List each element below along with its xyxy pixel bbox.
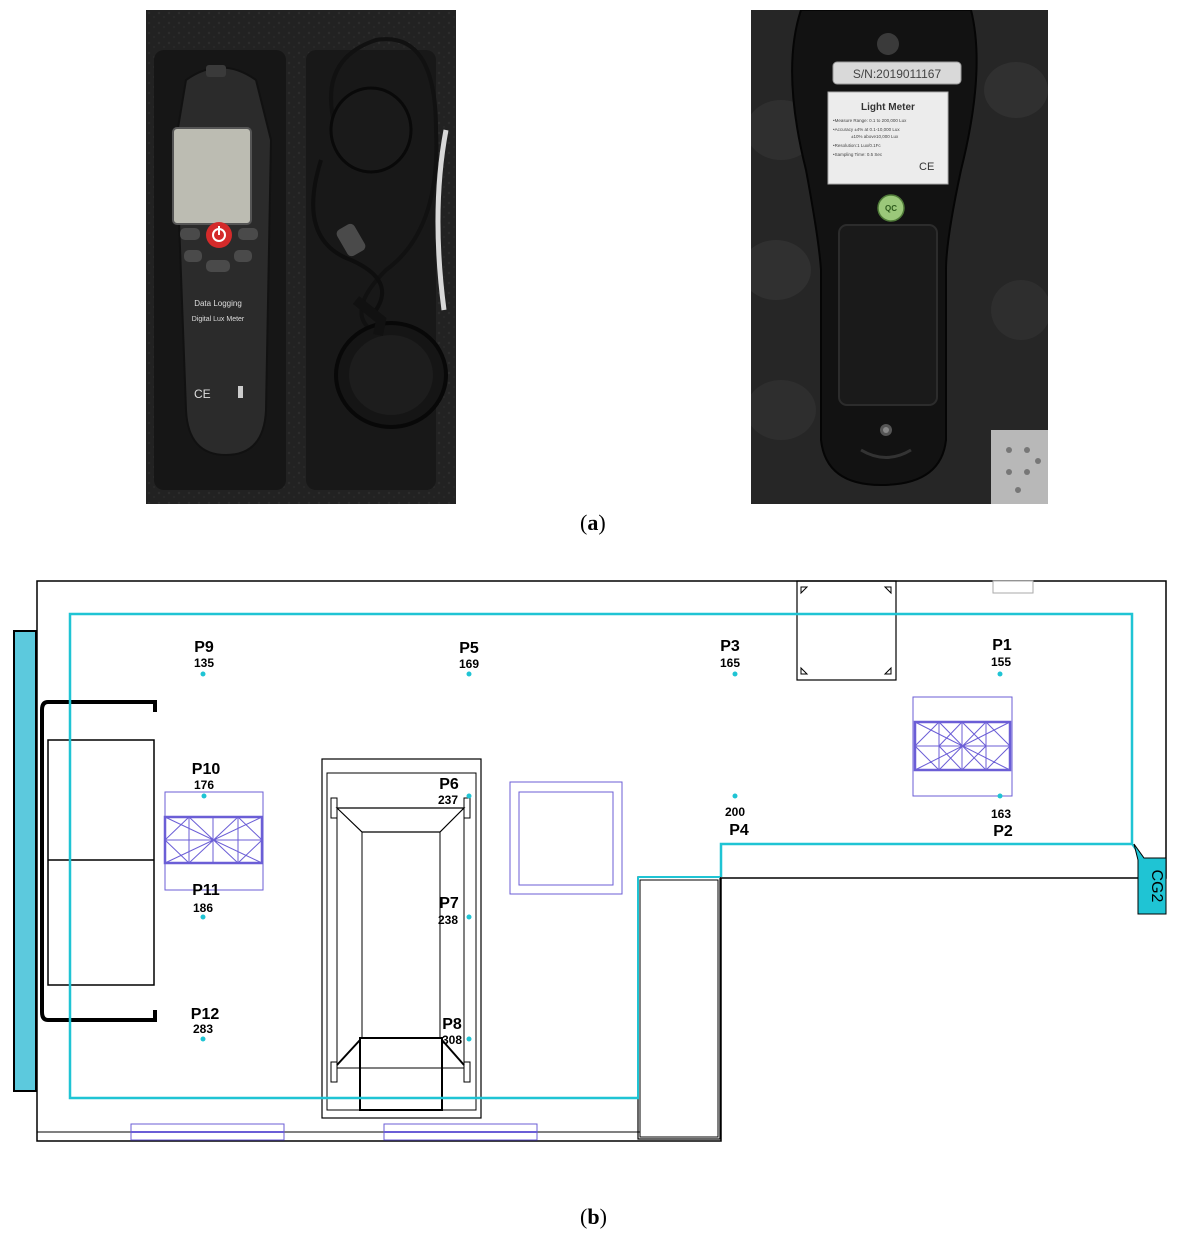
point-marker xyxy=(200,671,206,677)
point-marker xyxy=(466,793,472,799)
point-p8: P8 308 xyxy=(442,1016,472,1047)
spec-line-1: •Measure Range: 0.1 to 200,000 Lux xyxy=(833,118,907,123)
display-case xyxy=(321,758,482,1119)
point-marker xyxy=(466,914,472,920)
spec-line-4: •Resolution:1 Lux/0.1Fc xyxy=(833,143,881,148)
point-value: 237 xyxy=(438,793,458,807)
lattice-table-left xyxy=(163,791,264,891)
point-value: 165 xyxy=(720,656,740,670)
point-label: P12 xyxy=(191,1006,220,1023)
caption-b: (b) xyxy=(580,1204,607,1229)
point-marker xyxy=(732,671,738,677)
bottom-bench-left xyxy=(130,1123,285,1141)
point-marker xyxy=(201,793,207,799)
point-p6: P6 237 xyxy=(438,776,472,807)
spec-label xyxy=(827,91,949,185)
spec-label-title: Light Meter xyxy=(861,102,915,113)
lux-meter-back-illustration: S/N:2019011167 Light Meter •Measure Rang… xyxy=(751,10,1048,504)
point-marker xyxy=(200,914,206,920)
spec-line-3: ±10% above10,000 Lux xyxy=(851,134,899,139)
point-label: P8 xyxy=(442,1016,462,1033)
floor-plan: CG2 P9 135 P5 169 P3 165 P1 155 P10 176 … xyxy=(13,580,1167,1142)
serial-plate xyxy=(832,61,962,85)
point-label: P10 xyxy=(192,761,221,778)
device-text-line1: Data Logging xyxy=(194,299,242,308)
point-label: P9 xyxy=(194,639,214,656)
sofa xyxy=(40,700,157,1022)
point-label: P1 xyxy=(992,637,1012,654)
cg2-label: CG2 xyxy=(1148,870,1165,903)
point-value: 200 xyxy=(725,805,745,819)
point-p2: 163 P2 xyxy=(991,793,1013,840)
point-marker xyxy=(997,671,1003,677)
serial-number: S/N:2019011167 xyxy=(853,67,942,81)
device-text-line2: Digital Lux Meter xyxy=(192,316,245,323)
spec-line-2: •Accuracy ±4% at 0.1-10,000 Lux xyxy=(833,127,900,132)
point-label: P6 xyxy=(439,776,459,793)
room-outline xyxy=(36,580,1167,1142)
lux-meter-front-illustration: Data Logging Digital Lux Meter CE xyxy=(146,10,456,504)
point-value: 135 xyxy=(194,656,214,670)
point-marker xyxy=(466,1036,472,1042)
column xyxy=(796,580,897,681)
point-value: 169 xyxy=(459,657,479,671)
point-label: P3 xyxy=(720,638,740,655)
bottom-bench-right xyxy=(383,1123,538,1141)
point-p11: P11 186 xyxy=(192,882,220,920)
qc-badge xyxy=(877,194,905,222)
point-marker xyxy=(997,793,1003,799)
point-p3: P3 165 xyxy=(720,638,740,677)
point-value: 186 xyxy=(193,901,213,915)
point-value: 163 xyxy=(991,807,1011,821)
ce-mark: CE xyxy=(194,387,211,401)
point-p4: 200 P4 xyxy=(725,793,749,839)
point-p7: P7 238 xyxy=(438,895,472,927)
point-value: 155 xyxy=(991,655,1011,669)
lattice-table-right xyxy=(912,696,1013,797)
point-label: P11 xyxy=(192,882,220,899)
point-label: P4 xyxy=(729,822,749,839)
cg2-sensor-tag: CG2 xyxy=(1133,843,1167,915)
entrance-block xyxy=(637,876,721,1140)
point-p9: P9 135 xyxy=(194,639,214,677)
point-marker xyxy=(466,671,472,677)
spec-ce-mark: CE xyxy=(919,161,934,173)
meter-screen xyxy=(172,127,252,225)
point-value: 176 xyxy=(194,778,214,792)
qc-badge-text: QC xyxy=(885,204,897,213)
point-label: P5 xyxy=(459,640,479,657)
left-window xyxy=(13,630,37,1092)
cable-route xyxy=(68,612,1134,1100)
spec-line-5: •Sampling Time: 0.5 Sec xyxy=(833,152,883,157)
point-value: 283 xyxy=(193,1022,213,1036)
battery-cover xyxy=(838,224,938,406)
point-value: 238 xyxy=(438,913,458,927)
caption-a: (a) xyxy=(580,510,606,535)
point-label: P2 xyxy=(993,823,1013,840)
point-value: 308 xyxy=(442,1033,462,1047)
point-p5: P5 169 xyxy=(459,640,479,677)
point-p10: P10 176 xyxy=(192,761,221,799)
point-label: P7 xyxy=(439,895,459,912)
point-marker xyxy=(732,793,738,799)
photo-lux-meter-front: Data Logging Digital Lux Meter CE xyxy=(146,10,456,504)
photo-lux-meter-back: S/N:2019011167 Light Meter •Measure Rang… xyxy=(751,10,1048,504)
point-p12: P12 283 xyxy=(191,1006,220,1042)
point-marker xyxy=(200,1036,206,1042)
point-p1: P1 155 xyxy=(991,637,1012,677)
square-table xyxy=(509,781,623,895)
